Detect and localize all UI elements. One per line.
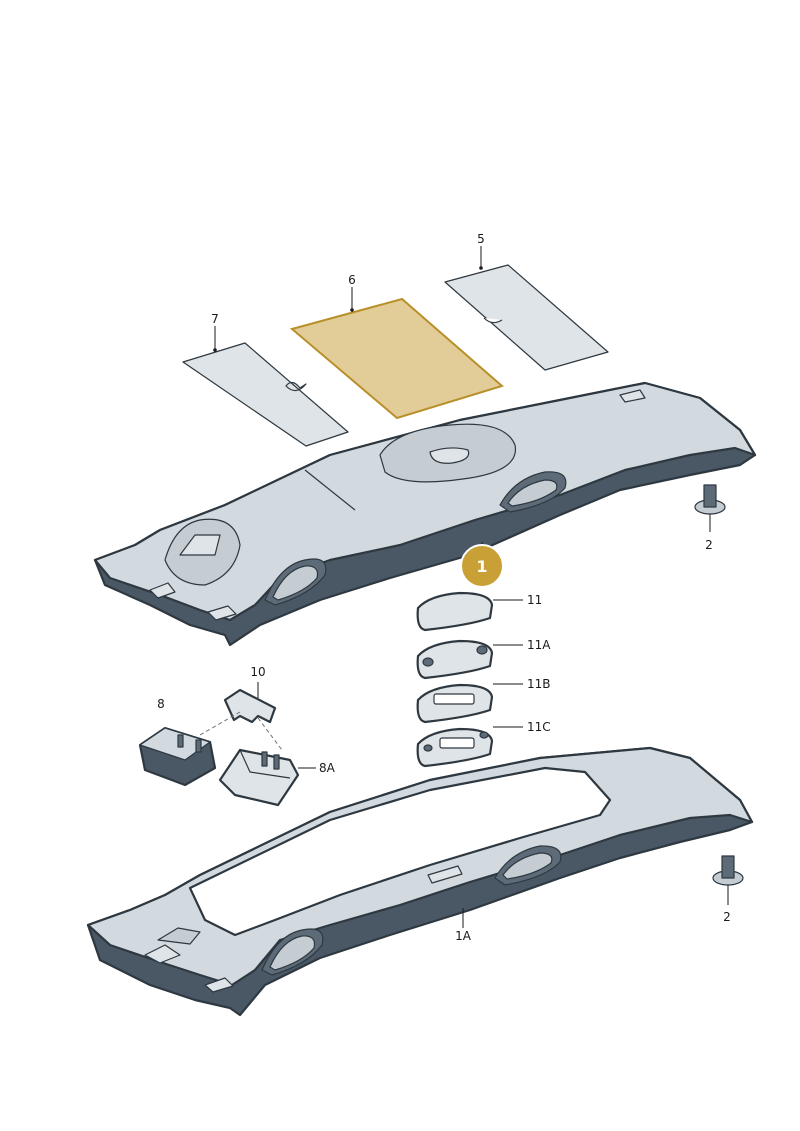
label-6: 6 [348, 273, 356, 287]
label-8: 8 [157, 697, 165, 711]
assembly-dashed-lines [199, 711, 283, 751]
label-11: 11 [527, 593, 542, 607]
label-8A: 8A [319, 761, 336, 775]
label-10: 10 [250, 665, 265, 679]
module-8[interactable] [138, 726, 217, 787]
insulation-pad-6-highlighted[interactable] [289, 297, 505, 420]
screw-clip-2-lower[interactable] [712, 855, 744, 905]
headliner-1A[interactable] [86, 746, 754, 1017]
insulation-pad-7[interactable] [182, 342, 349, 447]
grab-handle-11A[interactable] [416, 639, 523, 680]
label-2-upper: 2 [705, 538, 713, 552]
callout-1[interactable]: 1 [460, 542, 504, 588]
module-8A[interactable] [218, 748, 316, 807]
label-5: 5 [477, 232, 485, 246]
label-11C: 11C [527, 720, 551, 734]
grab-handle-11C[interactable] [416, 726, 523, 768]
label-11A: 11A [527, 638, 551, 652]
label-11B: 11B [527, 677, 551, 691]
grab-handle-11B[interactable] [416, 683, 523, 724]
screw-clip-2-upper[interactable] [694, 484, 726, 532]
callout-1-label: 1 [476, 557, 487, 576]
grab-handle-11[interactable] [416, 591, 523, 632]
label-7: 7 [211, 312, 219, 326]
insulation-pad-5[interactable] [444, 264, 609, 371]
headliner-1[interactable] [93, 381, 757, 647]
label-1A: 1A [455, 929, 472, 943]
label-2-lower: 2 [723, 910, 731, 924]
